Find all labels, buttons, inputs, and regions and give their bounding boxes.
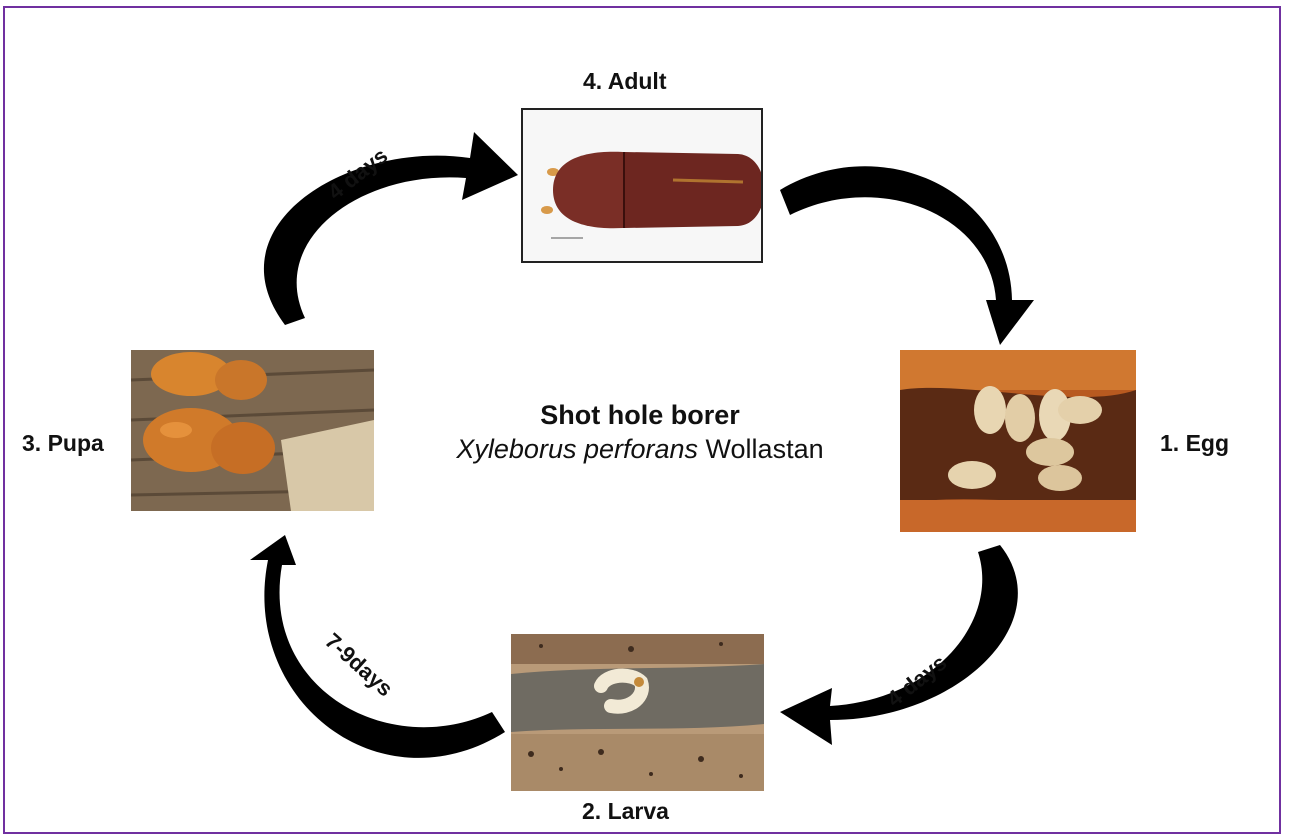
title-scientific-name: Xyleborus perforans Wollastan — [456, 434, 823, 464]
diagram-title: Shot hole borer Xyleborus perforans Woll… — [380, 398, 900, 466]
title-species: Xyleborus perforans — [456, 434, 698, 464]
title-author: Wollastan — [706, 434, 824, 464]
stage-label-larva: 2. Larva — [582, 798, 669, 825]
stage-label-pupa: 3. Pupa — [22, 430, 104, 457]
title-common-name: Shot hole borer — [380, 398, 900, 432]
pupa-image — [131, 350, 374, 511]
arrow-adult-to-egg — [780, 166, 1034, 345]
stage-label-adult: 4. Adult — [583, 68, 666, 95]
egg-image — [900, 350, 1136, 532]
stage-label-egg: 1. Egg — [1160, 430, 1229, 457]
larva-image — [511, 634, 764, 791]
adult-beetle-image — [521, 108, 763, 263]
arrow-egg-to-larva — [780, 545, 1018, 745]
arrow-larva-to-pupa — [250, 535, 505, 758]
